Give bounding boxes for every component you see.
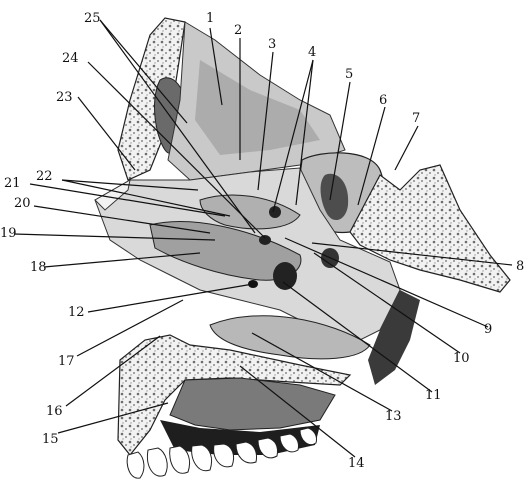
- cranial-shading: [195, 60, 320, 155]
- sinus-opening-d: [259, 235, 271, 245]
- label-10: 10: [453, 351, 470, 366]
- label-11: 11: [425, 388, 442, 403]
- inferior-concha: [209, 315, 371, 360]
- label-7: 7: [412, 111, 420, 126]
- label-20: 20: [14, 196, 31, 211]
- frontal-bone: [117, 17, 186, 181]
- labels: 1 2 3 4 5 6 7 8 9 10 11 12 13 14 15 16 1…: [0, 11, 524, 471]
- sinus-opening-a: [273, 262, 297, 290]
- label-1: 1: [206, 11, 214, 26]
- label-23: 23: [56, 90, 73, 105]
- label-17: 17: [58, 354, 75, 369]
- label-4: 4: [308, 45, 316, 60]
- label-5: 5: [345, 67, 353, 82]
- palate: [169, 377, 336, 431]
- label-24: 24: [62, 51, 79, 66]
- label-19: 19: [0, 226, 17, 241]
- label-3: 3: [268, 37, 276, 52]
- label-14: 14: [348, 456, 365, 471]
- label-16: 16: [46, 404, 63, 419]
- label-18: 18: [30, 260, 47, 275]
- label-13: 13: [385, 409, 402, 424]
- label-12: 12: [68, 305, 85, 320]
- label-2: 2: [234, 23, 242, 38]
- leader-lines: [13, 19, 513, 458]
- label-22: 22: [36, 169, 53, 184]
- label-21: 21: [4, 176, 21, 191]
- maxilla: [117, 334, 352, 456]
- label-9: 9: [484, 322, 492, 337]
- label-25: 25: [84, 11, 101, 26]
- sphenoid-sinus-inner: [320, 173, 349, 221]
- label-15: 15: [42, 432, 59, 447]
- label-6: 6: [379, 93, 387, 108]
- sinus-opening-e: [269, 206, 281, 218]
- label-8: 8: [516, 259, 524, 274]
- nasal-bone: [94, 179, 131, 211]
- pharyngeal-wall: [368, 290, 420, 385]
- teeth: [126, 427, 317, 479]
